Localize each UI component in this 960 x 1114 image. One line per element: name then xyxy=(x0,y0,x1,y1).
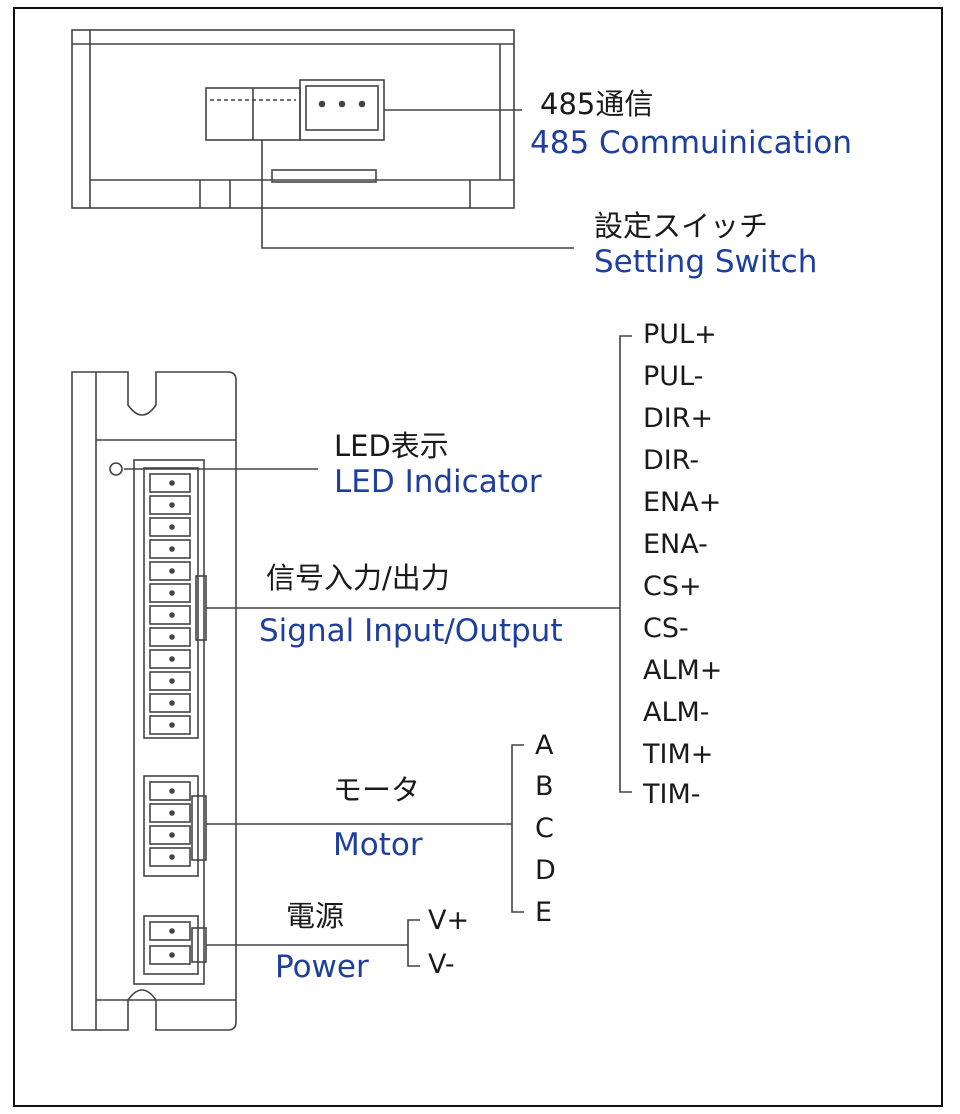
side-view-drawing xyxy=(71,371,237,1031)
led-label-en: LED Indicator xyxy=(334,464,542,500)
power-pin: V+ xyxy=(428,905,470,936)
motor-pin: B xyxy=(535,771,554,802)
signal-pin: ALM- xyxy=(643,697,710,728)
comm-label-jp: 485通信 xyxy=(540,87,654,121)
motor-pin: D xyxy=(535,855,556,886)
rs485-connector xyxy=(299,79,385,141)
signal-pin: CS+ xyxy=(643,571,702,602)
power-label-en: Power xyxy=(275,949,369,985)
signal-pin: ENA+ xyxy=(643,487,722,518)
power-connector xyxy=(143,915,199,975)
outer-frame xyxy=(13,7,943,1107)
signal-pin: TIM- xyxy=(643,779,701,810)
led-label-jp: LED表示 xyxy=(334,429,449,463)
signal-pin: PUL- xyxy=(643,361,704,392)
power-pin: V- xyxy=(428,949,455,980)
motor-pin: A xyxy=(535,730,554,761)
signal-pin: CS- xyxy=(643,613,689,644)
top-view-drawing xyxy=(71,29,515,209)
comm-label-en: 485 Commuinication xyxy=(530,125,852,161)
signal-label-jp: 信号入力/出力 xyxy=(266,561,450,595)
power-label-jp: 電源 xyxy=(286,899,345,933)
signal-pin: ENA- xyxy=(643,529,708,560)
led-indicator-lamp xyxy=(109,462,123,476)
side-leader-lines xyxy=(124,335,632,967)
signal-pin: ALM+ xyxy=(643,655,723,686)
top-leader-lines xyxy=(261,109,574,249)
signal-pin: DIR+ xyxy=(643,403,714,434)
signal-pin: TIM+ xyxy=(643,739,714,770)
signal-label-en: Signal Input/Output xyxy=(259,613,563,649)
motor-connector xyxy=(143,775,199,877)
signal-io-connector xyxy=(143,467,199,739)
switch-label-jp: 設定スイッチ xyxy=(594,209,769,243)
motor-pin: C xyxy=(535,813,554,844)
signal-pin: PUL+ xyxy=(643,319,717,350)
motor-pin: E xyxy=(535,897,553,928)
switch-label-en: Setting Switch xyxy=(594,244,818,280)
motor-label-en: Motor xyxy=(333,827,423,863)
motor-label-jp: モータ xyxy=(333,773,421,807)
signal-pin: DIR- xyxy=(643,445,700,476)
